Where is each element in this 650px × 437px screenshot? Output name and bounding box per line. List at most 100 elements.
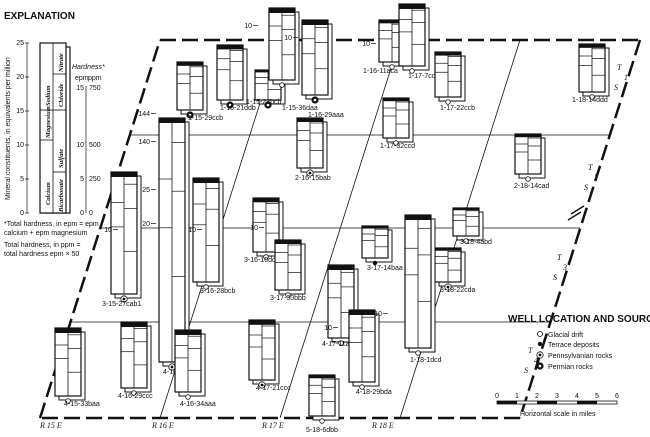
glacial-drift-icon [537,331,543,337]
scale-mark: 25 [142,187,150,194]
range-line-2 [279,39,401,419]
scale-tick: 2 [535,393,539,400]
scale-mark: 10 [188,227,196,234]
hardness-epm-tick: 0 [80,210,84,217]
well-label: 1-16-11aca [363,68,398,75]
scale-tick: 5 [595,393,599,400]
glacial-drift-icon [285,292,291,298]
township-t: T [588,163,593,172]
bar-label-magnesium: Magnesium [45,106,52,139]
well-4-15-33baa: 4-15-33baa [54,327,100,408]
well-1-15-21ddb: 1-15-21ddb [216,44,256,112]
note-line: Total hardness, in ppm = [4,242,80,249]
hardness-ppm-tick: 750 [89,85,101,92]
bar-label-bicarbonate: Bicarbonate [58,179,65,213]
well-label: 5-18-6dbb [306,427,338,434]
well-bar-top [383,98,409,102]
well-1-15-29ccb: 1-15-29ccb [176,61,223,122]
township-t: T [617,63,622,72]
bar-label-sulfate: Sulfate [58,149,65,168]
well-source-legend: WELL LOCATION AND SOURCE Glacial drift T… [508,314,650,371]
well-bar-top [111,172,137,177]
well-label: 2-16-15bab [295,175,331,182]
township-t: T [557,253,562,262]
graticule-mark [567,205,585,221]
scale-tick: 4 [575,393,579,400]
scale-mark: 10 [244,23,252,30]
hardness-label: Hardness* [72,64,105,71]
township-n: 1 [624,73,628,82]
glacial-drift-icon [409,68,415,74]
glacial-drift-icon [319,418,325,424]
well-bar-top [435,248,461,251]
well-label: 3-15-27cab1 [102,301,141,308]
well-label: 4-15-33baa [64,401,100,408]
well-label: 1-15-21ddb [220,105,256,112]
well-bar-top [275,240,301,244]
well-bar-top [249,320,275,325]
well-bar-top [515,134,541,138]
township-n: 3 [562,263,567,272]
well-bar-top [362,226,388,229]
scale-tick: 6 [615,393,619,400]
well-label: 3-16-28bcb [200,288,236,295]
well-3-18-4abd: 3-18-4abd [452,207,492,246]
well-1-17-22ccb: 1-17-22ccb [434,51,475,112]
y-axis-label: Mineral constituents, in equivalents per… [5,57,12,200]
well-3-17-14baa: 3-17-14baa [361,225,403,272]
range-label: R 16 E [151,421,174,430]
well-label: 4-18-29bda [356,389,392,396]
scale-tick: 0 [495,393,499,400]
scale-mark: 10 [104,227,112,234]
well-label: 3-18-4abd [460,239,492,246]
township-s: S [524,366,528,375]
well-bar-top [297,118,323,122]
hardness-epm-tick: 15 [76,85,84,92]
hardness-ppm-tick: 250 [89,176,101,183]
well-bar-top [269,8,295,13]
scale-mark: 144 [138,111,150,118]
scale-mark: 10 [324,325,332,332]
well-bar-top [399,4,425,9]
well-1-18-1dcd: 1-18-1dcd [404,214,442,364]
well-1-17-7ccb: 1-17-7ccb [398,3,439,80]
well-bar-top [328,265,354,270]
well-bar-top [175,330,201,335]
well-label: 3-18-22cda [440,287,476,294]
well-bar-top [121,322,147,327]
legend-item-permian: Permian rocks [536,362,593,371]
range-label: R 15 E [39,421,62,430]
well-label: 3-16-10dda [244,257,280,264]
well-3-17-30bbb: 3-17-30bbb [270,239,306,302]
explanation-panel: EXPLANATION Mineral constituents, in equ… [4,11,105,258]
legend-item-glacial-drift: Glacial drift [537,331,583,339]
glacial-drift-icon [203,284,209,290]
well-4-18-29bda: 4-18-29bda [348,309,392,396]
note-line: total hardness epm × 50 [4,251,79,258]
township-s: S [553,273,557,282]
glacial-drift-icon [65,398,71,404]
legend-label: Terrace deposits [548,342,600,349]
well-bar-top [309,375,335,379]
explanation-bar: Calcium Magnesium Sodium Bicarbonate Sul… [39,42,71,214]
scale-tick: 3 [555,393,559,400]
hardness-ppm-tick: 0 [89,210,93,217]
well-4-16-29ccc: 4-16-29ccc [118,321,153,400]
y-tick: 15 [16,108,24,115]
hardness-ppm-tick: 500 [89,142,101,149]
well-bar-top [255,70,281,73]
glacial-drift-icon [463,238,469,244]
glacial-drift-icon [525,176,531,182]
well-label: 3-17-14baa [367,265,403,272]
well-label: 4-16-29ccc [118,393,153,400]
scale-label: Horizontal scale in miles [520,411,596,418]
well-bar-top [55,328,81,333]
scale-mark: 10 [362,41,370,48]
well-1-16-29aaa: 1-16-29aaa [301,19,344,119]
terrace-deposits-icon [537,341,543,347]
y-tick: 5 [20,176,24,183]
well-label: 2-18-14cad [514,183,550,190]
legend-title: WELL LOCATION AND SOURCE [508,314,650,325]
